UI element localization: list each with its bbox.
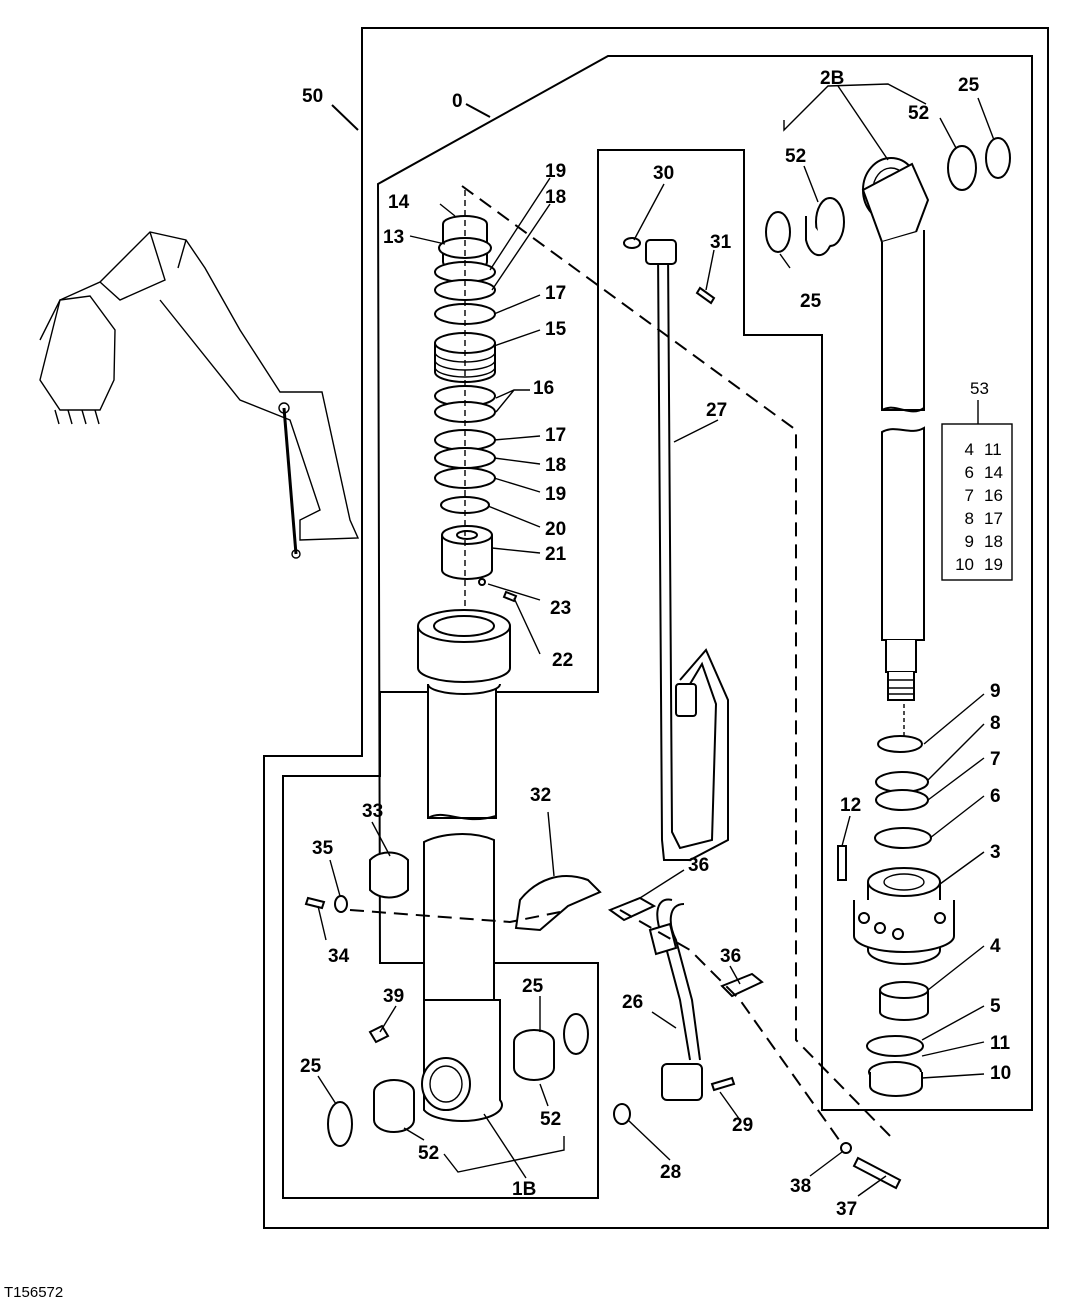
cylinder-seal-stack: [417, 190, 518, 1122]
kit-cell: 16: [984, 486, 1003, 505]
callout: 4: [990, 936, 1001, 957]
kit-cell: 7: [965, 486, 974, 505]
excavator-thumbnail: [39, 231, 360, 559]
callout: 13: [383, 227, 404, 248]
kit-cell: 4: [965, 440, 974, 459]
callout: 25: [522, 976, 544, 997]
callout: 7: [990, 749, 1001, 770]
callout: 19: [545, 161, 566, 182]
callout: 14: [388, 192, 410, 213]
callout: 25: [800, 291, 822, 312]
callout: 37: [836, 1199, 857, 1220]
kit-cell: 19: [984, 555, 1003, 574]
callout: 31: [710, 232, 732, 253]
callout: 18: [545, 187, 566, 208]
callout: 0: [452, 91, 463, 112]
figure-id: T156572: [4, 1284, 64, 1301]
callout: 17: [545, 283, 566, 304]
callout-labels: 50 0 14 13 19 18 17 15 16 17 18 19 20 21…: [300, 68, 1011, 1220]
kit-cell: 8: [965, 509, 974, 528]
clamps-and-hardware: [304, 851, 902, 1190]
callout: 38: [790, 1176, 811, 1197]
pipe-27: [623, 237, 729, 861]
kit-cell: 17: [984, 509, 1003, 528]
callout: 2B: [820, 68, 844, 89]
callout: 1B: [512, 1179, 536, 1200]
callout: 30: [653, 163, 674, 184]
callout: 19: [545, 484, 566, 505]
callout: 32: [530, 785, 551, 806]
callout: 25: [958, 75, 980, 96]
callout: 52: [908, 103, 929, 124]
callout: 11: [990, 1033, 1011, 1054]
callout: 23: [550, 598, 571, 619]
callout: 17: [545, 425, 566, 446]
callout: 5: [990, 996, 1001, 1017]
kit-cell: 18: [984, 532, 1003, 551]
piston-rod-2B: [765, 137, 1011, 701]
callout: 16: [533, 378, 554, 399]
callout: 33: [362, 801, 383, 822]
kit-cell: 9: [965, 532, 974, 551]
kit-cell: 6: [965, 463, 974, 482]
callout: 39: [383, 986, 404, 1007]
callout: 25: [300, 1056, 322, 1077]
dashed-leaders: [349, 185, 893, 1145]
callout: 12: [840, 795, 861, 816]
callout: 22: [552, 650, 573, 671]
callout: 3: [990, 842, 1001, 863]
callout: 52: [540, 1109, 561, 1130]
callout: 27: [706, 400, 727, 421]
callout: 21: [545, 544, 567, 565]
callout: 52: [785, 146, 806, 167]
callout: 18: [545, 455, 566, 476]
kit-cell: 14: [984, 463, 1003, 482]
callout: 28: [660, 1162, 681, 1183]
kit-cell: 11: [984, 440, 1002, 459]
outline-group-0: [282, 55, 1033, 1199]
callout: 9: [990, 681, 1001, 702]
leader-lines: [317, 83, 995, 1197]
callout: 8: [990, 713, 1001, 734]
callout: 53: [970, 379, 989, 398]
callout: 52: [418, 1143, 439, 1164]
callout: 36: [688, 855, 709, 876]
callout: 36: [720, 946, 741, 967]
callout: 15: [545, 319, 567, 340]
callout: 26: [622, 992, 643, 1013]
callout: 10: [990, 1063, 1011, 1084]
callout: 35: [312, 838, 334, 859]
callout: 6: [990, 786, 1001, 807]
callout: 34: [328, 946, 350, 967]
rod-head-stack: [837, 704, 955, 1097]
kit-cell: 10: [955, 555, 974, 574]
kit-53-table: 4 11 6 14 7 16 8 17 9 18 10 19: [941, 423, 1013, 581]
callout: 29: [732, 1115, 753, 1136]
callout: 50: [302, 86, 323, 107]
outline-group-50: [263, 27, 1049, 1229]
callout: 20: [545, 519, 566, 540]
